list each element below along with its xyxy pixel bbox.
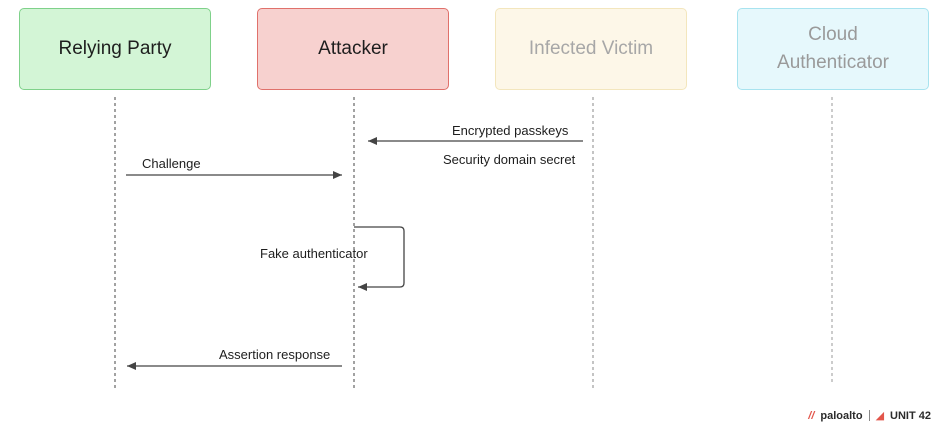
brand-logo: // paloalto ◢ UNIT 42: [808, 409, 931, 423]
message-challenge: Challenge: [142, 156, 201, 171]
arrow-fake-authenticator-loop: [354, 226, 405, 291]
actor-infected-victim: Infected Victim: [495, 8, 687, 90]
paloalto-logo-icon: //: [808, 409, 815, 422]
unit42-logo-icon: ◢: [875, 410, 885, 422]
actor-attacker: Attacker: [257, 8, 449, 90]
actor-relying-party-label: Relying Party: [58, 38, 172, 59]
brand-company: paloalto: [820, 409, 863, 422]
message-encrypted-passkeys: Encrypted passkeys: [452, 123, 569, 138]
actor-cloud-authenticator: Cloud Authenticator: [737, 8, 929, 90]
message-assertion-response: Assertion response: [219, 347, 331, 362]
message-fake-authenticator: Fake authenticator: [260, 246, 368, 261]
actor-relying-party: Relying Party: [19, 8, 211, 90]
actor-attacker-label: Attacker: [318, 38, 388, 59]
brand-divider: [868, 410, 870, 421]
actor-cloud-authenticator-label: Cloud Authenticator: [777, 24, 889, 73]
brand-unit: UNIT 42: [890, 409, 931, 422]
message-security-domain-secret: Security domain secret: [443, 152, 576, 167]
actor-infected-victim-label: Infected Victim: [528, 38, 654, 59]
